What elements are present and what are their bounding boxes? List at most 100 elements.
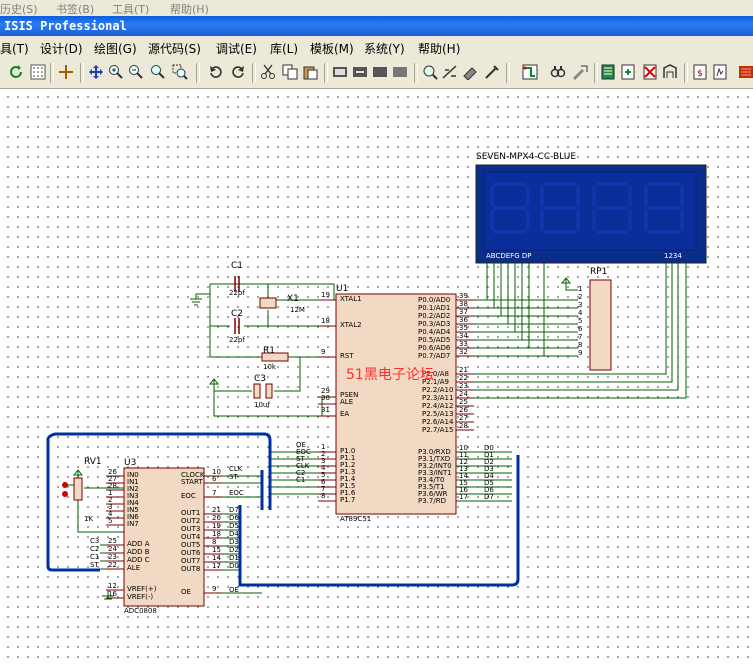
u3-pin-name: OUT6: [181, 549, 201, 557]
menu-history[interactable]: 历史(S): [0, 3, 38, 16]
menu-tools[interactable]: 工具(T): [112, 3, 150, 16]
erc-icon[interactable]: [712, 64, 728, 80]
block-delete-icon[interactable]: [392, 64, 408, 80]
packaging-icon[interactable]: [462, 64, 478, 80]
p3-net-label: D4: [484, 472, 494, 480]
u1-pin-number: 34: [459, 332, 468, 340]
x1-label: X1: [287, 294, 299, 304]
display-name: SEVEN-MPX4-CC-BLUE: [476, 152, 577, 162]
rp1-pin-number: 6: [578, 325, 583, 333]
u3-pin-number: 6: [212, 475, 217, 483]
search-icon[interactable]: [550, 64, 566, 80]
u1-pin-name: P1.5: [340, 482, 356, 490]
menu-bar: 具(T) 设计(D) 绘图(G) 源代码(S) 调试(E) 库(L) 模板(M)…: [0, 36, 753, 58]
u1-p0-pin-name: P0.3/AD3: [418, 320, 451, 328]
menu-tools-item[interactable]: 具(T): [0, 42, 29, 56]
u1-pin-number: 25: [459, 398, 468, 406]
menu-help[interactable]: 帮助(H): [418, 42, 461, 56]
u3-pin-number: 21: [212, 506, 221, 514]
bom-icon[interactable]: $: [692, 64, 708, 80]
u1-p0-pin-name: P0.7/AD7: [418, 352, 451, 360]
block-copy-icon[interactable]: [332, 64, 348, 80]
u3-pin-number: 25: [108, 537, 117, 545]
pcb-icon[interactable]: [738, 64, 753, 80]
u3-net-label: ST: [229, 473, 238, 481]
redo-icon[interactable]: [230, 64, 246, 80]
undo-icon[interactable]: [208, 64, 224, 80]
u3-out-net-label: D1: [229, 554, 239, 562]
u1-pin-number: 30: [321, 394, 330, 402]
r1-value: 10k: [263, 363, 276, 371]
zoom-all-icon[interactable]: [150, 64, 166, 80]
new-sheet-icon[interactable]: [620, 64, 636, 80]
u1-p3-pin-name: P3.6/WR: [418, 490, 448, 498]
u1-pin-name: EA: [340, 410, 350, 418]
u3-pin-name: IN1: [127, 478, 139, 486]
zoom-out-icon[interactable]: [128, 64, 144, 80]
rp1-pin-number: 7: [578, 333, 583, 341]
u3-pin-name: IN4: [127, 499, 139, 507]
u3-pin-number: 19: [212, 522, 221, 530]
menu-debug[interactable]: 调试(E): [216, 42, 257, 56]
u3-pin-number: 2: [108, 496, 113, 504]
zoom-in-icon[interactable]: [108, 64, 124, 80]
p1-net-label: C2: [296, 469, 306, 477]
menu-bookmarks[interactable]: 书签(B): [56, 3, 95, 16]
origin-icon[interactable]: [58, 64, 74, 80]
menu-system[interactable]: 系统(Y): [364, 42, 405, 56]
u3-pin-number: 3: [108, 503, 113, 511]
u3-out-net-label: D3: [229, 538, 239, 546]
u1-pin-number: 16: [459, 486, 468, 494]
block-rotate-icon[interactable]: [372, 64, 388, 80]
u3-pin-name: IN2: [127, 485, 139, 493]
copy-icon[interactable]: [282, 64, 298, 80]
p3-net-label: D0: [484, 444, 494, 452]
u1-part: AT89C51: [340, 515, 372, 523]
toolbar: $: [0, 58, 753, 89]
u1-pin-name: P1.3: [340, 468, 356, 476]
decompose-icon[interactable]: [484, 64, 500, 80]
u3-pin-name: START: [181, 478, 203, 486]
cut-icon[interactable]: [260, 64, 276, 80]
paste-icon[interactable]: [302, 64, 318, 80]
u3-pin-number: 7: [212, 489, 217, 497]
u1-pin-number: 15: [459, 479, 468, 487]
zoom-area-icon[interactable]: [172, 64, 188, 80]
u1-pin-number: 3: [321, 457, 326, 465]
netlist-icon[interactable]: [662, 64, 678, 80]
u3-pin-name: OUT2: [181, 517, 201, 525]
u1-pin-number: 4: [321, 464, 326, 472]
u3-label: U3: [124, 458, 137, 468]
make-device-icon[interactable]: [442, 64, 458, 80]
menu-library[interactable]: 库(L): [270, 42, 299, 56]
menu-draw[interactable]: 绘图(G): [94, 42, 137, 56]
watermark: 51黑电子论坛: [346, 367, 434, 383]
u3-net-label: CLK: [229, 465, 243, 473]
u1-p0-pin-name: P0.6/AD6: [418, 344, 451, 352]
u1-p2-pin-name: P2.4/A12: [422, 402, 454, 410]
u1-p2-pin-name: P2.3/A11: [422, 394, 454, 402]
menu-template[interactable]: 模板(M): [310, 42, 354, 56]
menu-source[interactable]: 源代码(S): [148, 42, 201, 56]
wire-autoroute-icon[interactable]: [522, 64, 538, 80]
rp1-pin-number: 1: [578, 285, 583, 293]
menu-design[interactable]: 设计(D): [40, 42, 83, 56]
bill-icon[interactable]: [600, 64, 616, 80]
u3-out-net-label: D4: [229, 530, 239, 538]
u3-pin-number: 5: [108, 517, 113, 525]
property-icon[interactable]: [572, 64, 588, 80]
u3-pin-name: OE: [181, 588, 191, 596]
p1-net-label: EOC: [296, 448, 311, 456]
grid-icon[interactable]: [30, 64, 46, 80]
u1-pin-number: 28: [459, 422, 468, 430]
c3-value: 10uf: [254, 401, 270, 409]
u1-p0-pin-name: P0.0/AD0: [418, 296, 451, 304]
pan-icon[interactable]: [88, 64, 104, 80]
menu-help-browser[interactable]: 帮助(H): [170, 3, 209, 16]
u1-pin-name: P1.2: [340, 461, 356, 469]
pick-device-icon[interactable]: [422, 64, 438, 80]
block-move-icon[interactable]: [352, 64, 368, 80]
refresh-icon[interactable]: [8, 64, 24, 80]
delete-sheet-icon[interactable]: [642, 64, 658, 80]
u3-pin-number: 4: [108, 510, 113, 518]
